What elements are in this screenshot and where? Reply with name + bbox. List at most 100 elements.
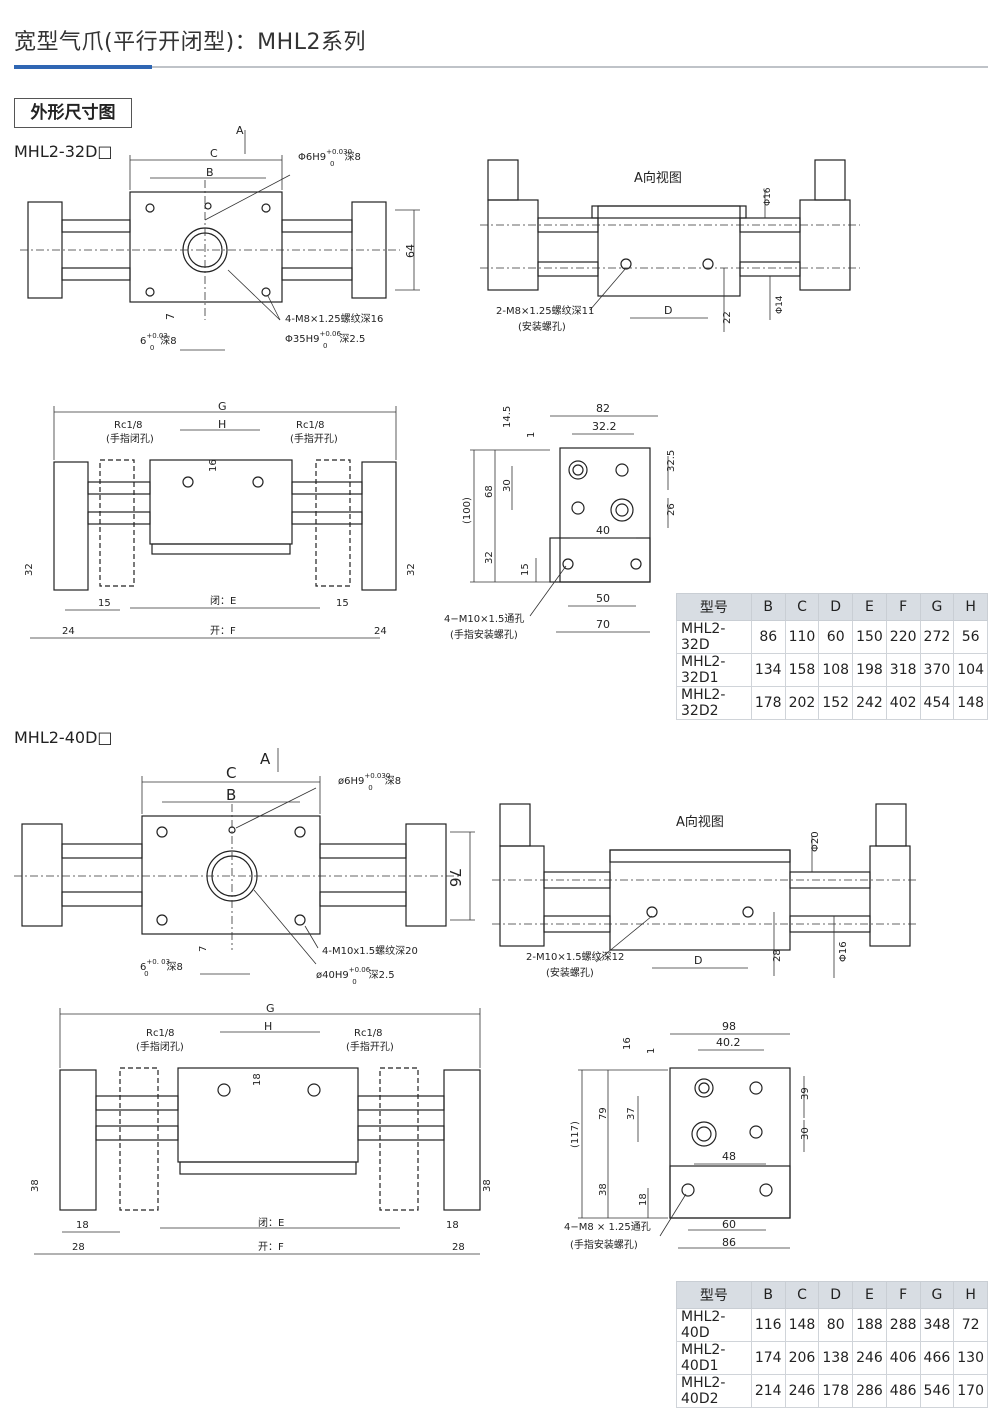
table-cell: 546 [919,1374,955,1408]
col-header: 型号 [676,1281,752,1309]
rc-l-40: Rc1/8 [146,1028,175,1039]
dim-50-32: 50 [596,592,610,605]
dim-d-40: D [694,954,702,967]
table-cell: MHL2-32D [676,620,752,654]
dim-c-32: C [210,147,218,160]
table-cell: 220 [885,620,921,654]
dim-15b-32: 15 [520,563,531,576]
m10b-note-40: 2-M10×1.5螺纹深12 [526,950,624,963]
table-cell: 130 [953,1341,988,1375]
model-heading-32: MHL2-32D□ [14,142,113,161]
table-row: MHL2-40D 116 148 80 188 288 348 72 [676,1308,988,1342]
dim-402-40: 40.2 [716,1036,741,1049]
table-cell: 206 [784,1341,820,1375]
dim-28-40: 28 [772,949,783,962]
dim-22-32: 22 [722,311,733,324]
table-cell: 246 [852,1341,887,1375]
table-cell: 148 [784,1308,820,1342]
spec-table-32: 型号 B C D E F G H MHL2-32D 86 110 60 150 … [676,593,988,720]
col-header: 型号 [676,593,752,621]
col-header: G [919,1281,955,1309]
close-e-32: 闭：E [210,594,236,607]
table-cell: 402 [885,686,921,720]
table-cell: 178 [750,686,786,720]
view-title-40: A向视图 [676,814,724,830]
table-cell: 134 [750,653,786,687]
table-cell: 272 [919,620,955,654]
dim-28r-40: 28 [452,1242,465,1253]
dim-g-32: G [218,400,227,413]
dim-28l-40: 28 [72,1242,85,1253]
finger-note-40: (手指安装螺孔) [570,1238,638,1251]
drawing-32-a-view: A向视图 D Φ16 Φ14 22 2-M8×1.25螺纹深11 (安装螺孔) [480,159,860,333]
table-cell: 214 [750,1374,786,1408]
table-cell: 286 [852,1374,887,1408]
table-cell: 108 [818,653,854,687]
col-header: D [818,593,854,621]
table-cell: MHL2-40D2 [676,1374,752,1408]
dim-1-32: 1 [526,432,537,438]
table-cell: MHL2-40D [676,1308,752,1342]
table-cell: 242 [852,686,887,720]
dim-37-40: 37 [626,1107,637,1120]
m10-note-40: 4-M10x1.5螺纹深20 [322,944,418,957]
table-cell: 148 [953,686,988,720]
dim-117-40: (117) [570,1121,581,1148]
table-cell: MHL2-40D1 [676,1341,752,1375]
dim-68-32: 68 [484,485,495,498]
table-cell: MHL2-32D1 [676,653,752,687]
table-cell: 198 [852,653,887,687]
col-header: E [852,1281,887,1309]
col-header: E [852,593,887,621]
table-row: MHL2-40D1 174 206 138 246 406 466 130 [676,1341,988,1375]
table-cell: 152 [818,686,854,720]
dim-h-40: H [264,1020,272,1033]
dim-39-40: 39 [800,1087,811,1100]
model-heading-40: MHL2-40D□ [14,728,113,747]
table-cell: 246 [784,1374,820,1408]
dim-26-32: 26 [666,503,677,516]
dim-18l-40: 18 [76,1220,89,1231]
table-cell: 188 [852,1308,887,1342]
dim-38r-40: 38 [482,1179,493,1192]
dim-325-32: 32.5 [666,450,677,472]
rc-r-32: Rc1/8 [296,420,325,431]
table-cell: 288 [885,1308,921,1342]
rc-l-note-32: (手指闭孔) [106,432,154,445]
table-cell: 178 [818,1374,854,1408]
title-accent-bar [14,65,152,69]
col-header: D [818,1281,854,1309]
table-row: MHL2-32D2 178 202 152 242 402 454 148 [676,686,988,720]
table-cell: 86 [750,620,786,654]
dim-h-32: H [218,418,226,431]
section-label: 外形尺寸图 [14,98,132,128]
open-f-32: 开：F [210,626,236,637]
dim-86-40: 86 [722,1236,736,1249]
spec-table-40: 型号 B C D E F G H MHL2-40D 116 148 80 188… [676,1281,988,1408]
dim-70-32: 70 [596,618,610,631]
dim-24l-32: 24 [62,626,75,637]
dim-82-32: 82 [596,402,610,415]
dim-100-32: (100) [462,497,473,524]
table-cell: 110 [784,620,820,654]
drawing-40-front-view: G H Rc1/8 (手指闭孔) Rc1/8 (手指开孔) 18 38 38 1… [30,1002,493,1255]
col-header: B [750,1281,786,1309]
dim-18r-40: 18 [446,1220,459,1231]
phi14-32: Φ14 [775,295,785,314]
table-cell: 116 [750,1308,786,1342]
col-header: H [953,593,988,621]
dim-g-40: G [266,1002,275,1015]
table-cell: 170 [953,1374,988,1408]
table-row: MHL2-40D2 214 246 178 286 486 546 170 [676,1374,988,1408]
table-cell: 406 [885,1341,921,1375]
table-cell: 454 [919,686,955,720]
rc-r-note-32: (手指开孔) [290,432,338,445]
install-note-40: (安装螺孔) [546,966,594,979]
m8b-note-32: 2-M8×1.25螺纹深11 [496,304,594,317]
phi16-40: Φ16 [838,941,849,962]
